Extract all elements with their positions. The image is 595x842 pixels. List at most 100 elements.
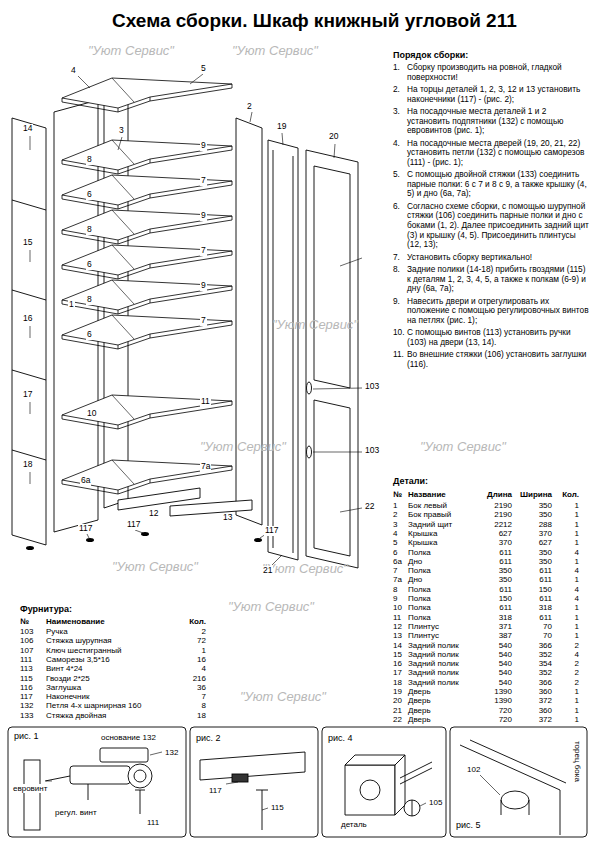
table-cell: Дно xyxy=(408,557,478,566)
step-text: На посадочные места деталей 1 и 2 устано… xyxy=(407,107,591,136)
leader-lines xyxy=(30,74,362,565)
table-header: Кол. xyxy=(555,490,579,499)
drawing-stroke xyxy=(501,791,529,809)
table-cell: Задний полик xyxy=(408,641,478,650)
table-cell: 354 xyxy=(514,659,552,668)
drawing-stroke xyxy=(128,764,152,788)
step-number: 2. xyxy=(393,85,400,95)
table-cell: 1 xyxy=(555,557,579,566)
table-cell: 372 xyxy=(514,696,552,705)
table-cell: 627 xyxy=(514,538,552,547)
table-cell: 1 xyxy=(555,510,579,519)
section-heading: Детали: xyxy=(393,476,428,486)
drawing-stroke xyxy=(62,315,232,349)
watermark: "Уют Сервис" xyxy=(200,440,286,455)
callout-number: 102 xyxy=(466,765,481,774)
table-cell: 2190 xyxy=(476,501,512,510)
drawing-stroke xyxy=(420,803,426,806)
table-cell: 611 xyxy=(476,585,512,594)
tips xyxy=(26,532,262,550)
step-number: 6. xyxy=(393,202,400,212)
shelves xyxy=(62,78,232,494)
watermark: "Уют Сервис" xyxy=(88,44,174,59)
handle xyxy=(307,446,312,458)
drawing-stroke xyxy=(62,280,232,314)
callout-number: 6а xyxy=(80,476,91,486)
table-cell: 366 xyxy=(514,641,552,650)
callout-number: 2 xyxy=(246,102,253,112)
watermark: "Уют Сервис" xyxy=(112,560,198,575)
table-cell: 2190 xyxy=(476,510,512,519)
table-cell: 1 xyxy=(555,501,579,510)
table-cell: 1 xyxy=(555,706,579,715)
table-cell: Задний полик xyxy=(408,678,478,687)
door-panel xyxy=(314,166,350,388)
watermark: "Уют Сервис" xyxy=(272,318,358,333)
callout-number: 15 xyxy=(22,238,33,248)
callout-number: 11 xyxy=(200,397,211,407)
drawing-stroke xyxy=(62,78,232,112)
drawing-stroke xyxy=(62,210,232,244)
callout-number: 9 xyxy=(200,211,207,221)
table-header: Длина xyxy=(476,490,512,499)
table-cell: Полка xyxy=(408,613,478,622)
step-text: Навесить двери и отрегулировать их полож… xyxy=(407,297,591,326)
step-text: С помощью двойной стяжки (133) соединить… xyxy=(407,170,591,199)
drawing-stroke xyxy=(501,800,529,815)
table-cell: 20 xyxy=(393,696,407,705)
table-cell: 4 xyxy=(555,594,579,603)
table-cell: 115 xyxy=(20,674,44,683)
drawing-stroke xyxy=(450,727,587,837)
drawing-stroke xyxy=(45,776,70,781)
panels xyxy=(12,88,358,568)
callout-number: 117 xyxy=(264,526,280,536)
callout-number: 5 xyxy=(200,64,207,74)
watermark: "Уют Сервис" xyxy=(240,690,326,705)
table-cell: Задний щит xyxy=(408,520,478,529)
table-cell: 350 xyxy=(514,501,552,510)
callout-number: 117 xyxy=(126,520,142,530)
table-cell: 2 xyxy=(555,641,579,650)
table-cell: 7 xyxy=(178,692,206,701)
step-text: На посадочные места дверей (19, 20, 21, … xyxy=(407,139,591,168)
table-cell: Полка xyxy=(408,603,478,612)
callout-number: 19 xyxy=(276,122,287,132)
table-cell: 350 xyxy=(514,548,552,557)
callout-number: 6 xyxy=(86,260,93,270)
table-cell: 350 xyxy=(514,557,552,566)
callout-number: 103 xyxy=(364,446,380,456)
table-cell: 107 xyxy=(20,646,44,655)
drawing-stroke xyxy=(88,784,89,800)
part-label: регул. винт xyxy=(54,808,98,817)
section-heading: Порядок сборки: xyxy=(393,50,468,60)
table-cell: 540 xyxy=(476,650,512,659)
table-cell: Полка xyxy=(408,585,478,594)
step-number: 9. xyxy=(393,297,400,307)
back-strips xyxy=(12,118,46,545)
drawing-stroke xyxy=(86,530,266,538)
callout-number: 20 xyxy=(328,132,339,142)
table-cell: 22 xyxy=(393,715,407,724)
part-label: торец бока xyxy=(573,740,582,783)
callout-number: 1 xyxy=(68,300,75,310)
part-label: евровинт xyxy=(12,784,48,793)
table-cell: 4 xyxy=(555,548,579,557)
step-text: На торцы деталей 1, 2, 3, 12 и 13 устано… xyxy=(407,85,591,104)
callout-number: 16 xyxy=(22,314,33,324)
table-cell: 70 xyxy=(514,631,552,640)
table-cell: 116 xyxy=(20,683,44,692)
table-cell: 1 xyxy=(555,715,579,724)
table-cell: 117 xyxy=(20,692,44,701)
step-text: С помощью винтов (113) установить ручки … xyxy=(407,328,591,347)
table-cell: Крышка xyxy=(408,538,478,547)
drawing-stroke xyxy=(360,780,380,800)
drawing-stroke xyxy=(134,770,146,782)
table-cell: 36 xyxy=(178,683,206,692)
table-cell: 1 xyxy=(178,646,206,655)
step-number: 8. xyxy=(393,265,400,275)
drawing-stroke xyxy=(62,175,232,209)
table-cell: 1 xyxy=(555,538,579,547)
table-cell: 4 xyxy=(393,529,407,538)
table-cell: Дно xyxy=(408,575,478,584)
table-cell: 15 xyxy=(393,650,407,659)
